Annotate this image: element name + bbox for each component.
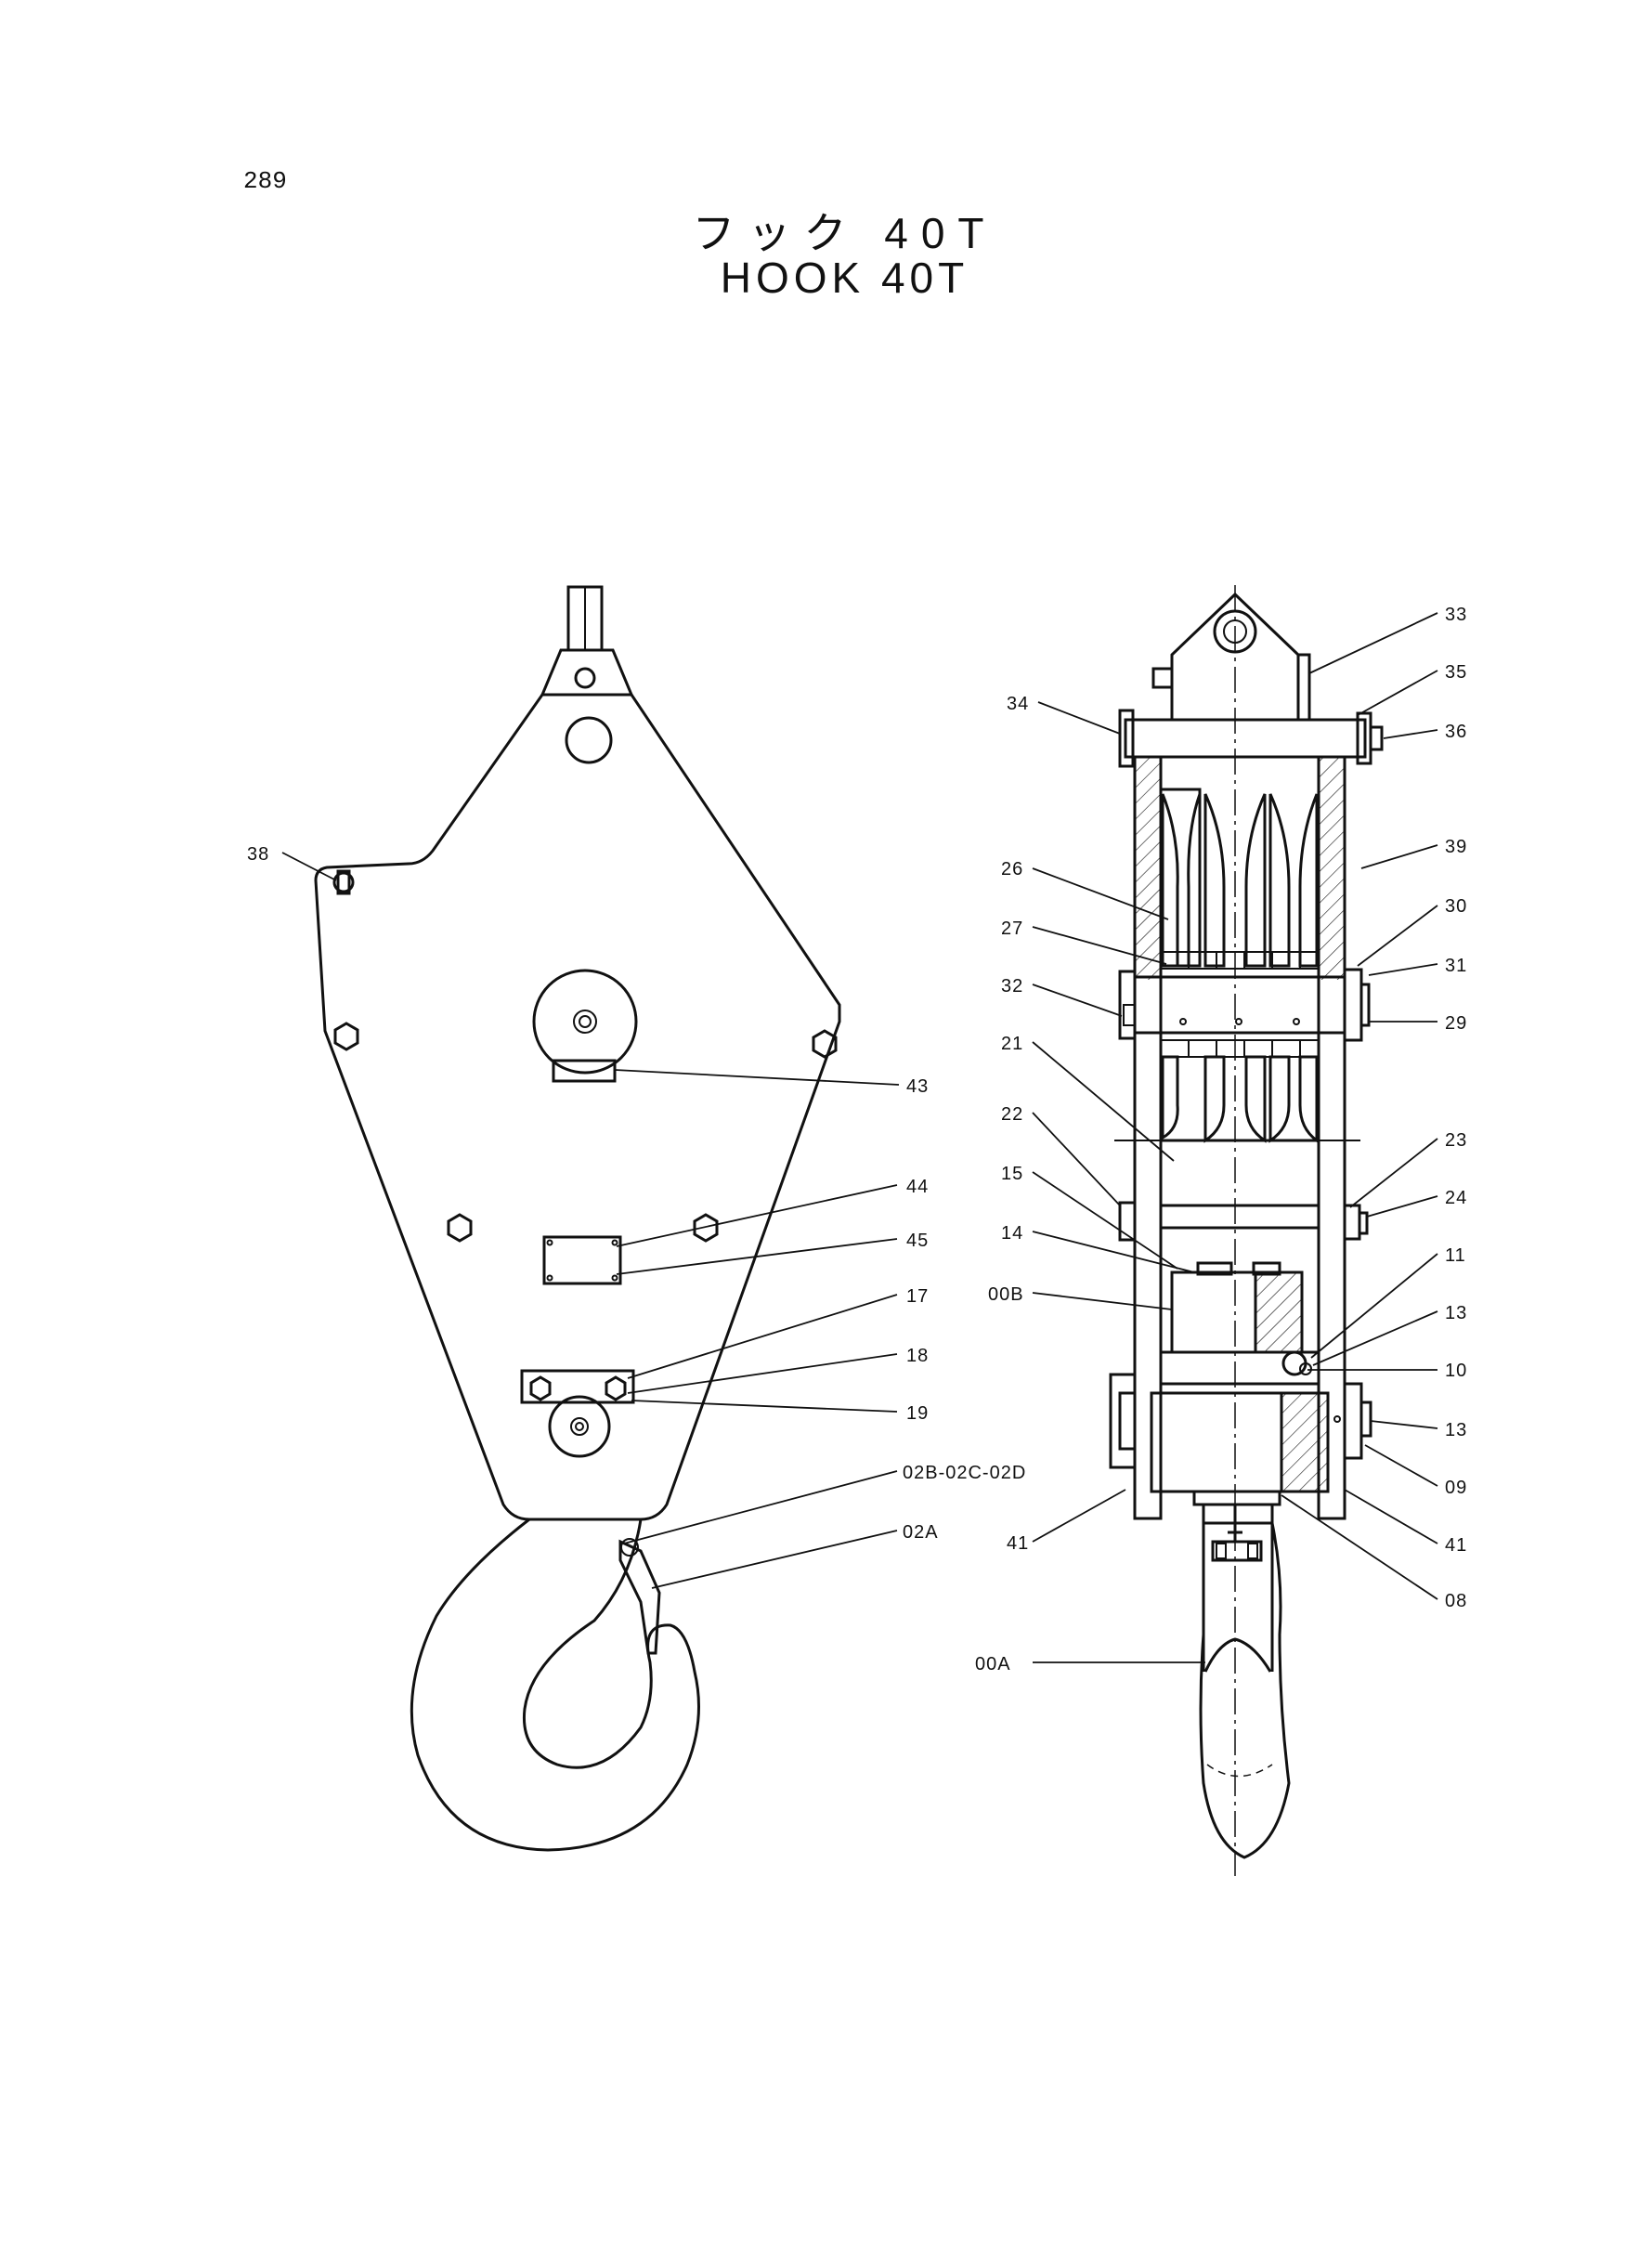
callout-41-left: 41 bbox=[1007, 1533, 1029, 1554]
callout-45: 45 bbox=[906, 1231, 929, 1251]
callout-23: 23 bbox=[1445, 1130, 1467, 1151]
callout-35: 35 bbox=[1445, 662, 1467, 683]
callout-labels: 38 43 44 45 17 18 19 02B-02C-02D 02A 34 … bbox=[247, 605, 1467, 1674]
callout-02a: 02A bbox=[903, 1522, 939, 1543]
callout-15: 15 bbox=[1001, 1164, 1023, 1184]
callout-08: 08 bbox=[1445, 1591, 1467, 1611]
callout-32: 32 bbox=[1001, 976, 1023, 997]
title-japanese: フック 40T bbox=[692, 209, 997, 257]
callout-11: 11 bbox=[1445, 1245, 1466, 1266]
side-view bbox=[1109, 585, 1384, 1876]
callout-36: 36 bbox=[1445, 722, 1467, 742]
sheave-group-lower bbox=[1160, 1039, 1320, 1143]
callout-14: 14 bbox=[1001, 1223, 1023, 1244]
callout-13-upper: 13 bbox=[1445, 1303, 1467, 1323]
callout-02b-02c-02d: 02B-02C-02D bbox=[903, 1463, 1026, 1483]
title-english: HOOK 40T bbox=[720, 254, 969, 302]
callout-34: 34 bbox=[1007, 694, 1029, 714]
callout-33: 33 bbox=[1445, 605, 1467, 625]
callout-19: 19 bbox=[906, 1403, 929, 1424]
callout-00a: 00A bbox=[975, 1654, 1011, 1674]
callout-leaders bbox=[281, 612, 1438, 1663]
callout-29: 29 bbox=[1445, 1013, 1467, 1034]
callout-27: 27 bbox=[1001, 919, 1023, 939]
callout-26: 26 bbox=[1001, 859, 1023, 879]
callout-44: 44 bbox=[906, 1177, 929, 1197]
callout-10: 10 bbox=[1445, 1361, 1467, 1381]
callout-22: 22 bbox=[1001, 1104, 1023, 1125]
callout-17: 17 bbox=[906, 1286, 929, 1307]
front-view bbox=[314, 585, 841, 1852]
callout-21: 21 bbox=[1001, 1034, 1023, 1054]
page-number: 289 bbox=[243, 167, 287, 195]
callout-00b: 00B bbox=[988, 1284, 1024, 1305]
callout-41-right: 41 bbox=[1445, 1535, 1467, 1556]
callout-39: 39 bbox=[1445, 837, 1467, 857]
callout-13-lower: 13 bbox=[1445, 1420, 1467, 1440]
callout-31: 31 bbox=[1445, 956, 1467, 976]
callout-43: 43 bbox=[906, 1076, 929, 1097]
callout-18: 18 bbox=[906, 1346, 929, 1366]
sheave-group-upper bbox=[1159, 788, 1320, 970]
callout-24: 24 bbox=[1445, 1188, 1467, 1208]
callout-09: 09 bbox=[1445, 1478, 1467, 1498]
callout-30: 30 bbox=[1445, 896, 1467, 917]
callout-38: 38 bbox=[247, 844, 269, 865]
